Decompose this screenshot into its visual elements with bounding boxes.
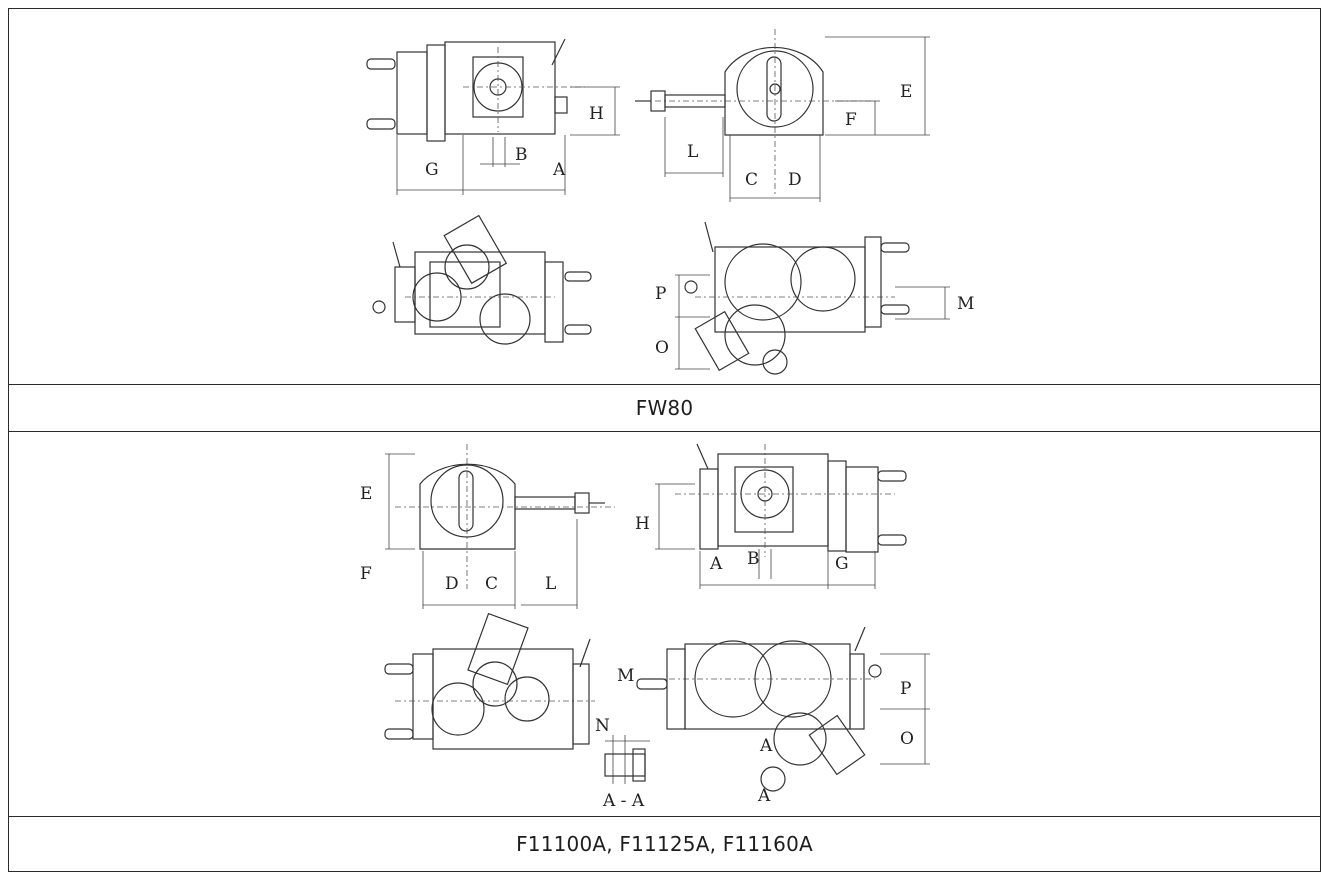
caption-f11100a: F11100A, F11125A, F11160A — [516, 832, 813, 856]
label-A: A — [552, 160, 566, 180]
label-D-2: D — [445, 574, 459, 594]
label-L: L — [687, 142, 698, 162]
drawing-cell-f11100a: E F D C L — [8, 431, 1321, 817]
technical-drawing-fw80: H G B A — [365, 28, 974, 375]
label-O: O — [655, 338, 669, 358]
label-P: P — [655, 284, 666, 304]
drawing-cell-fw80: H G B A — [8, 8, 1321, 385]
label-F-2: F — [360, 564, 372, 584]
label-B-2: B — [747, 549, 760, 569]
label-N-2: N — [595, 716, 610, 736]
front-view-2: H A B G — [635, 443, 907, 589]
label-H-2: H — [635, 514, 650, 534]
label-section-A-A: A - A — [602, 791, 645, 809]
front-view: H G B A — [365, 38, 620, 195]
label-F: F — [845, 110, 857, 130]
label-A-2: A — [709, 554, 723, 574]
label-A-marker-2: A — [757, 786, 771, 806]
label-E-2: E — [360, 484, 372, 504]
top-view-left-2 — [383, 612, 595, 750]
label-L-2: L — [545, 574, 556, 594]
caption-cell-f11100a: F11100A, F11125A, F11160A — [8, 816, 1321, 872]
side-view: F E L C D — [634, 28, 930, 202]
side-view-2: E F D C L — [360, 444, 615, 609]
section-A-A: M N A - A — [595, 666, 650, 809]
drawings-table: H G B A — [8, 8, 1321, 872]
top-view-right-2: A A P O — [635, 626, 930, 806]
label-C-2: C — [485, 574, 498, 594]
label-A-marker-1: A — [759, 736, 773, 756]
label-M: M — [957, 294, 974, 314]
top-view-left — [371, 214, 592, 345]
label-D: D — [788, 170, 802, 190]
label-O-2: O — [900, 729, 914, 749]
caption-cell-fw80: FW80 — [8, 384, 1321, 432]
label-B: B — [515, 145, 528, 165]
caption-fw80: FW80 — [635, 396, 694, 420]
label-H: H — [589, 104, 604, 124]
label-P-2: P — [900, 679, 911, 699]
top-view-right: P O M — [655, 221, 974, 375]
label-M-2: M — [617, 666, 634, 686]
technical-drawing-f11100a: E F D C L — [360, 443, 930, 809]
label-C: C — [745, 170, 758, 190]
label-G-2: G — [835, 554, 849, 574]
label-G: G — [425, 160, 439, 180]
label-E: E — [900, 82, 912, 102]
